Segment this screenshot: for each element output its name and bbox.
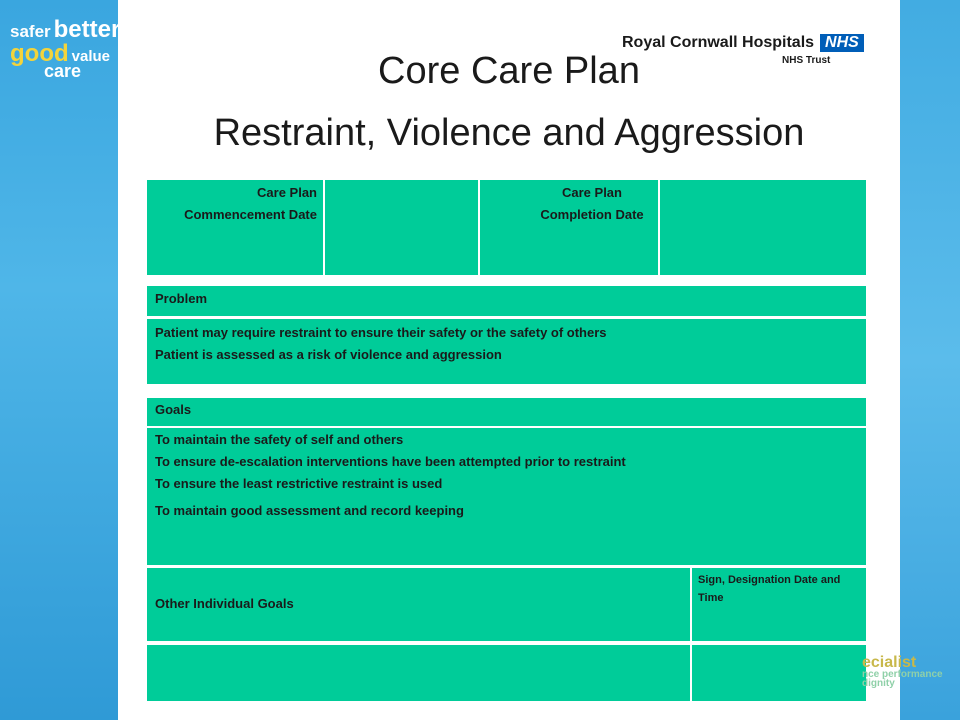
right-decorative-band [900,0,960,720]
goals-heading: Goals [155,402,192,417]
corner-text-2: nce performance [862,669,943,681]
completion-label: Care Plan Completion Date [540,185,644,222]
goal-line: To ensure the least restrictive restrain… [155,476,443,491]
slogan-care: care [44,61,82,81]
corner-text-1: ecialist [862,654,917,671]
page-title: Core Care Plan [378,50,640,92]
goals-body-cell: To maintain the safety of self and other… [147,428,866,565]
nhs-trust-logo: Royal Cornwall Hospitals NHS NHS Trust [622,34,864,66]
sign-label-cell: Sign, Designation Date and Time [692,568,866,641]
goal-line: To ensure de-escalation interventions ha… [155,454,626,469]
sign-field[interactable] [692,645,866,701]
other-goals-label-cell: Other Individual Goals [147,568,690,641]
org-name: Royal Cornwall Hospitals [622,34,815,51]
sign-designation-label: Sign, Designation Date and Time [698,574,841,604]
nhs-badge: NHS [820,34,864,52]
corner-text-3: dignity [862,678,895,690]
other-goals-field[interactable] [147,645,690,701]
commencement-date-field[interactable] [325,180,478,275]
slogan-value: value [71,48,110,65]
problem-line: Patient is assessed as a risk of violenc… [155,347,502,362]
goal-line: To maintain good assessment and record k… [155,503,464,518]
page-subtitle: Restraint, Violence and Aggression [213,112,805,154]
other-goals-label: Other Individual Goals [155,596,294,611]
completion-date-field[interactable] [660,180,866,275]
commencement-label-cell: Care Plan Commencement Date [147,180,323,275]
problem-body-cell: Patient may require restraint to ensure … [147,319,866,384]
problem-heading: Problem [155,291,208,306]
problem-line: Patient may require restraint to ensure … [155,325,607,340]
slogan-good: good [10,40,69,67]
trust-label: NHS Trust [782,55,831,66]
commencement-label: Care Plan Commencement Date [184,185,317,222]
slogan-better: better [53,16,121,43]
slogan-safer: safer [10,22,51,41]
goal-line: To maintain the safety of self and other… [155,432,404,447]
completion-label-cell: Care Plan Completion Date [480,180,658,275]
goals-heading-cell: Goals [147,398,866,426]
problem-heading-cell: Problem [147,286,866,316]
corner-decorative-text: ecialist nce performance dignity [862,654,943,690]
